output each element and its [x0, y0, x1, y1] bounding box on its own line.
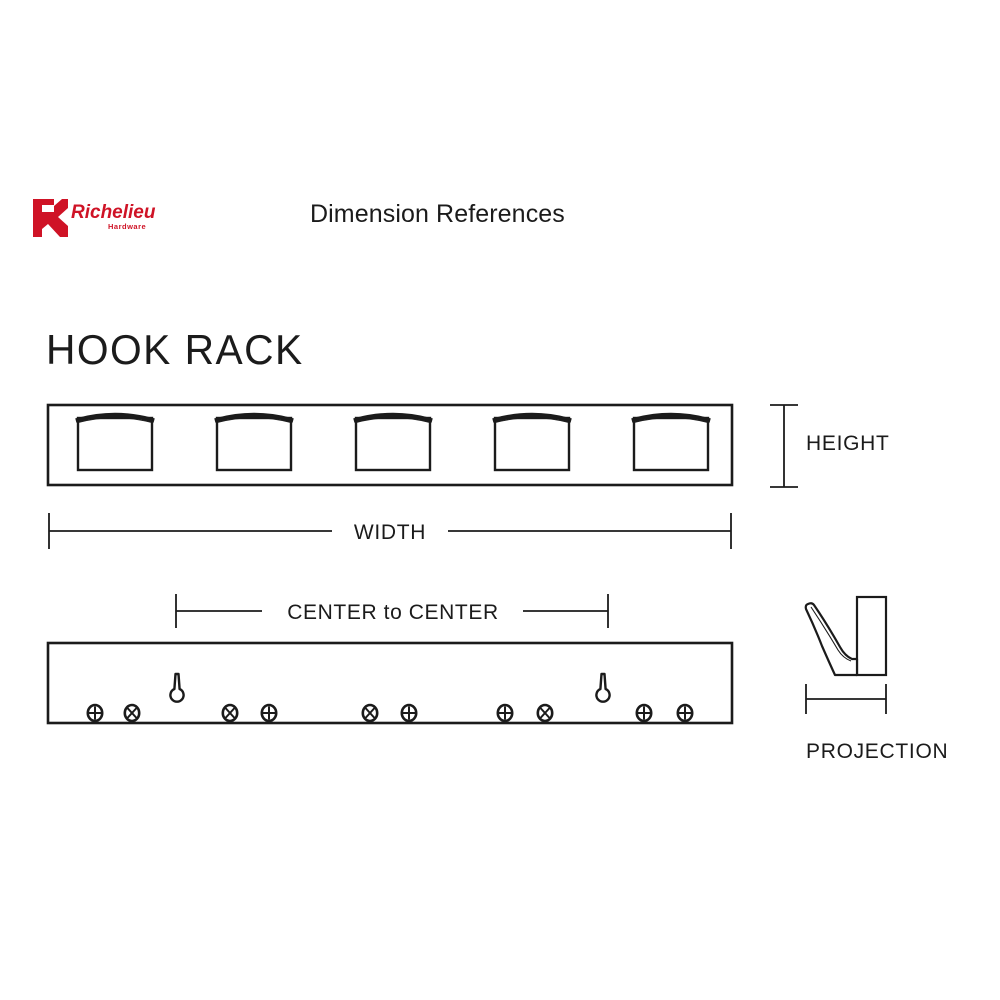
hook-side-profile-view	[804, 595, 888, 714]
hook-rack-front-view	[46, 403, 734, 487]
screw-head-icon	[536, 703, 554, 723]
screw-head-icon	[635, 703, 653, 723]
brand-tagline-text: Hardware	[108, 222, 146, 231]
richelieu-logo: Richelieu Hardware	[30, 196, 160, 238]
product-heading: HOOK RACK	[46, 326, 304, 373]
brand-name-text: Richelieu	[71, 202, 156, 223]
hook-square-icon	[353, 412, 433, 472]
hook-group-front	[75, 412, 711, 472]
screw-head-icon	[400, 703, 418, 723]
screw-head-icon	[361, 703, 379, 723]
width-dimension-line: WIDTH	[48, 513, 732, 549]
keyhole-slot-icon	[169, 672, 185, 703]
height-dimension-label: HEIGHT	[806, 432, 890, 455]
center-to-center-dimension-line: CENTER to CENTER	[175, 594, 609, 628]
screw-head-icon	[221, 703, 239, 723]
screw-head-icon	[676, 703, 694, 723]
screw-hole-group	[86, 703, 694, 723]
screw-head-icon	[496, 703, 514, 723]
hook-square-icon	[214, 412, 294, 472]
center-to-center-dimension-label: CENTER to CENTER	[287, 601, 498, 624]
hook-square-icon	[492, 412, 572, 472]
rack-body-back	[46, 641, 734, 725]
richelieu-r-logo-icon: Richelieu Hardware	[33, 199, 156, 237]
width-dimension-label: WIDTH	[354, 521, 426, 544]
hook-profile-icon	[804, 602, 859, 677]
projection-dimension-label: PROJECTION	[806, 740, 949, 763]
hook-square-icon	[75, 412, 155, 472]
screw-head-icon	[86, 703, 104, 723]
mounting-plate	[855, 595, 888, 677]
keyhole-slot-icon	[595, 672, 611, 703]
height-dimension-line	[770, 404, 798, 488]
screw-head-icon	[123, 703, 141, 723]
projection-dimension-line	[805, 684, 887, 714]
screw-head-icon	[260, 703, 278, 723]
hook-rack-back-view	[46, 641, 734, 725]
hook-square-icon	[631, 412, 711, 472]
page-title: Dimension References	[310, 200, 565, 228]
